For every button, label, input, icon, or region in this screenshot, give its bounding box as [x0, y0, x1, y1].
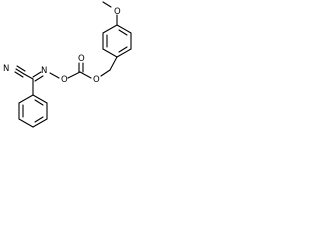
ring-bond	[18, 118, 34, 128]
ester-oxygen-label: O	[93, 75, 100, 85]
imine-double-bond-a	[32, 71, 42, 78]
ester-o-carbon-bond	[79, 71, 92, 79]
ring-bond	[116, 48, 132, 58]
ring-double-bond	[34, 99, 44, 106]
methoxy-oxygen-label: O	[114, 7, 121, 17]
nitrile-triple-bond-1	[15, 68, 25, 75]
nitrile-triple-bond-2	[16, 65, 26, 72]
methoxy-ch3-bond	[102, 1, 112, 8]
benzyl-ch2-bond	[109, 56, 118, 71]
oxime-oxygen-label: O	[61, 75, 68, 85]
oxime-nitrogen-label: N	[41, 66, 47, 76]
phenyl-ring	[18, 94, 48, 128]
ring-bond	[32, 118, 48, 128]
methoxyphenyl-ring	[102, 24, 132, 58]
ring-double-bond	[118, 46, 128, 53]
imine-double-bond-b	[34, 75, 44, 82]
ring-bond	[32, 94, 48, 104]
o-n-bond	[49, 72, 60, 79]
ring-bond	[102, 24, 118, 34]
ring-double-bond	[118, 29, 128, 36]
nitrile-nitrogen-label: N	[3, 64, 9, 74]
ring-double-bond	[34, 116, 44, 123]
carbon-nitrile-bond	[23, 73, 34, 80]
nitrile-triple-bond-3	[14, 71, 24, 78]
ch2-o-bond	[100, 69, 111, 77]
ring-bond	[102, 48, 118, 58]
ring-bond	[116, 24, 132, 34]
chemical-structure-diagram: O O O O N N	[3, 1, 132, 128]
carbon-oxime-o-bond	[67, 71, 81, 79]
ring-bond	[18, 94, 34, 104]
carbonyl-oxygen-label: O	[78, 54, 85, 64]
